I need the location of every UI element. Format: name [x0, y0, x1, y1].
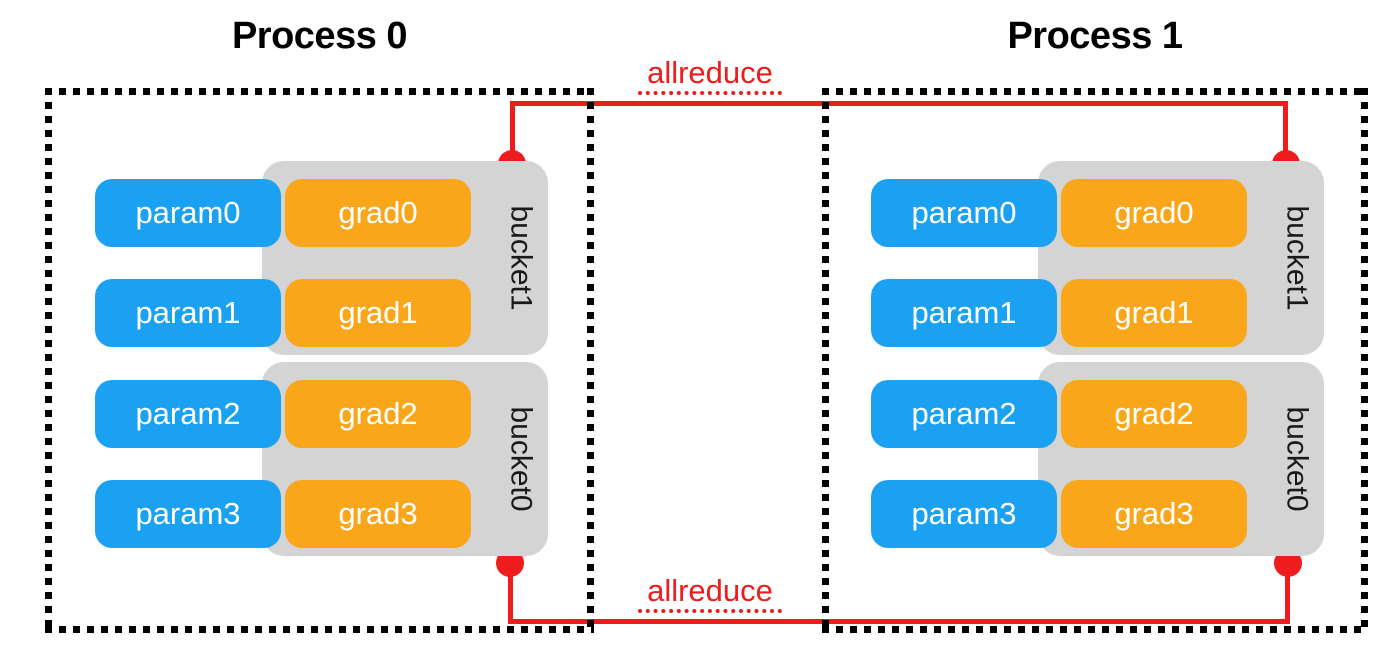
process-1-border-bottom [822, 626, 1368, 633]
grad-box-p1-grad1[interactable]: grad1 [1061, 279, 1247, 347]
grad-box-p0-grad1[interactable]: grad1 [285, 279, 471, 347]
param-box-p1-param3[interactable]: param3 [871, 480, 1057, 548]
param-box-p0-param2[interactable]: param2 [95, 380, 281, 448]
process-0-title: Process 0 [231, 15, 408, 57]
process-1-boundary [822, 88, 1368, 633]
bucket-p1-bucket0-label: bucket0 [1281, 406, 1315, 512]
process-1-border-left [822, 88, 829, 633]
param-box-p0-param0[interactable]: param0 [95, 179, 281, 247]
process-1-title: Process 1 [1007, 15, 1183, 57]
grad-box-p1-grad2[interactable]: grad2 [1061, 380, 1247, 448]
param-box-p1-param0[interactable]: param0 [871, 179, 1057, 247]
param-box-p1-param1[interactable]: param1 [871, 279, 1057, 347]
grad-box-p0-grad3[interactable]: grad3 [285, 480, 471, 548]
process-0-border-top [45, 88, 594, 95]
param-box-p1-param2[interactable]: param2 [871, 380, 1057, 448]
grad-box-p1-grad3[interactable]: grad3 [1061, 480, 1247, 548]
param-box-p0-param3[interactable]: param3 [95, 480, 281, 548]
param-box-p0-param1[interactable]: param1 [95, 279, 281, 347]
allreduce-top-wire-right-vertical [1283, 101, 1288, 167]
bucket-p0-bucket0-label: bucket0 [505, 406, 539, 512]
grad-box-p0-grad0[interactable]: grad0 [285, 179, 471, 247]
grad-box-p0-grad2[interactable]: grad2 [285, 380, 471, 448]
process-0-border-right [587, 88, 594, 633]
bucket-p0-bucket1-label: bucket1 [505, 205, 539, 311]
bucket-p1-bucket1-label: bucket1 [1281, 205, 1315, 311]
allreduce-bottom-label: allreduce [638, 574, 782, 613]
process-1-border-top [822, 88, 1368, 95]
allreduce-top-label: allreduce [638, 56, 782, 95]
allreduce-bottom-wire-left-vertical [508, 568, 513, 624]
allreduce-top-wire-left-vertical [510, 101, 515, 167]
process-0-border-bottom [45, 626, 594, 633]
allreduce-top-wire-horizontal [510, 101, 1288, 106]
allreduce-bottom-wire-horizontal [508, 619, 1290, 624]
grad-box-p1-grad0[interactable]: grad0 [1061, 179, 1247, 247]
allreduce-bottom-wire-right-vertical [1285, 568, 1290, 624]
process-1-border-right [1361, 88, 1368, 633]
process-0-boundary [45, 88, 594, 633]
process-0-border-left [45, 88, 52, 633]
